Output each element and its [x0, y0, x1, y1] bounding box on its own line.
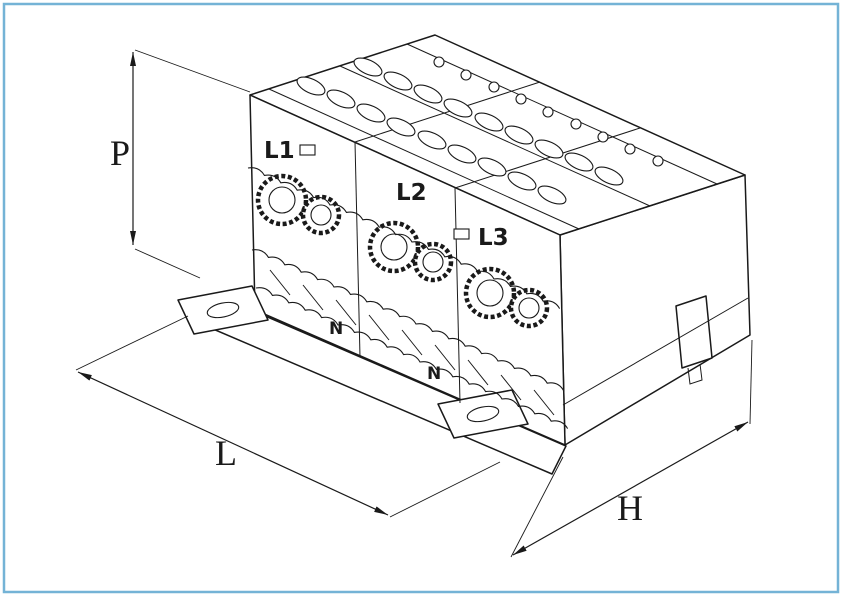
- dimension-l: L: [75, 315, 501, 518]
- wire-slot: [386, 117, 416, 137]
- wire-slot: [594, 166, 624, 186]
- extension-line: [75, 315, 189, 371]
- wire-slot: [356, 103, 386, 123]
- top-face-lines: [268, 43, 718, 230]
- wire-slot: [564, 152, 594, 172]
- screw-hole: [597, 131, 609, 143]
- top-bevel-line: [406, 43, 718, 185]
- wire-slot: [474, 112, 504, 132]
- din-tab-body: [675, 295, 713, 369]
- screw-hole: [515, 93, 527, 105]
- wire-slot: [507, 171, 537, 191]
- dimension-line-h: [512, 421, 749, 556]
- label-l1: L1: [264, 138, 295, 164]
- din-rail-tab: [562, 295, 749, 406]
- wire-slot: [383, 71, 413, 91]
- screw-hole: [542, 106, 554, 118]
- wire-slot: [353, 57, 383, 77]
- wire-slot: [443, 98, 473, 118]
- terminal-bore: [476, 279, 504, 307]
- wire-slot: [477, 157, 507, 177]
- extension-line: [749, 339, 753, 425]
- wire-slot: [537, 185, 567, 205]
- module-divider: [454, 187, 461, 404]
- terminal-bore: [422, 251, 444, 273]
- terminal-block: L1 L2 L3 N N: [177, 34, 751, 475]
- right-face-base-line: [562, 297, 749, 406]
- busbar-waves: [247, 167, 569, 429]
- dimension-p: P: [110, 49, 251, 279]
- screw-hole: [570, 118, 582, 130]
- module-divider: [354, 141, 361, 358]
- dim-label-h: H: [617, 488, 643, 528]
- busbar-twist-hatch: [269, 269, 555, 416]
- mounting-hole: [466, 405, 500, 423]
- screw-hole: [488, 81, 500, 93]
- wire-slot: [326, 89, 356, 109]
- terminal-labels: L1 L2 L3 N N: [264, 138, 509, 384]
- clamp-wave-line: [247, 167, 561, 309]
- neutral-busbar-top-wave: [251, 249, 565, 391]
- terminal-bore: [518, 297, 540, 319]
- wire-slot: [447, 144, 477, 164]
- polarity-mark-icon: [453, 228, 470, 240]
- polarity-mark-icon: [299, 144, 316, 156]
- dimension-h: H: [510, 339, 753, 558]
- terminal-bore: [310, 204, 332, 226]
- label-l2: L2: [396, 180, 427, 206]
- front-face-lines: [354, 141, 461, 404]
- top-section-divider: [454, 127, 641, 189]
- neutral-busbar-bottom-wave: [255, 287, 569, 429]
- wire-slot: [504, 125, 534, 145]
- label-n-1: N: [329, 319, 343, 339]
- screw-hole: [652, 155, 664, 167]
- extension-line: [389, 461, 501, 518]
- top-bevel-line: [339, 65, 651, 207]
- label-n-2: N: [427, 364, 441, 384]
- mounting-hole: [206, 301, 240, 319]
- wire-slot: [296, 76, 326, 96]
- label-l3: L3: [478, 225, 509, 251]
- screw-hole: [624, 143, 636, 155]
- terminal-bore: [380, 233, 408, 261]
- wire-slot: [417, 130, 447, 150]
- dimension-line-l: [77, 371, 389, 516]
- dim-label-l: L: [215, 433, 237, 473]
- extension-line: [134, 248, 201, 279]
- screw-hole: [433, 56, 445, 68]
- extension-line: [134, 49, 251, 93]
- top-bevel-line: [268, 88, 580, 230]
- dim-label-p: P: [110, 133, 130, 173]
- wire-slot: [413, 84, 443, 104]
- top-section-divider: [354, 81, 541, 143]
- terminal-bore: [268, 186, 296, 214]
- din-tab-hook: [687, 363, 703, 385]
- screw-hole: [460, 69, 472, 81]
- wire-slot: [534, 139, 564, 159]
- wire-slots: [296, 56, 664, 205]
